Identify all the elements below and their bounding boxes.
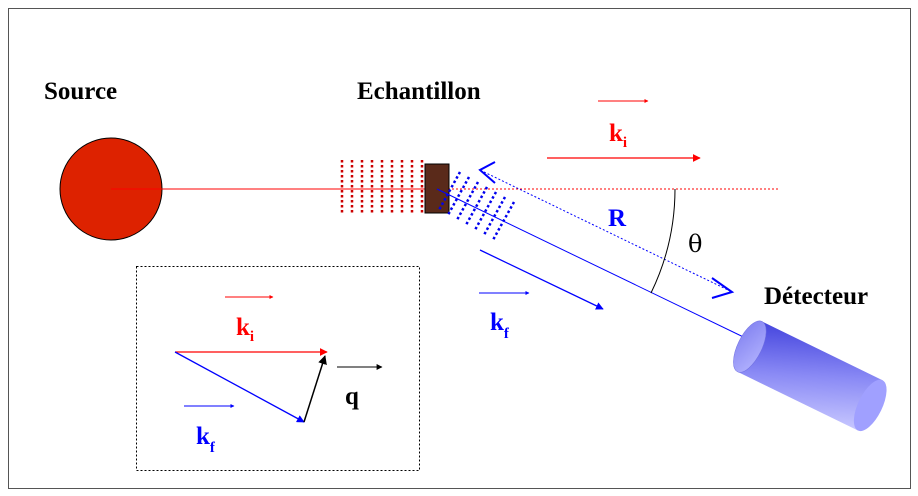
incident-wavefronts: [340, 160, 424, 214]
radius-arrowhead-start: [478, 161, 496, 184]
detector: [733, 320, 887, 432]
radius-line: [483, 171, 729, 291]
inset-frame: [136, 266, 420, 471]
scattered-beam: [436, 188, 761, 346]
radius-label: R: [608, 205, 627, 232]
scattered-wavefronts: [437, 171, 516, 241]
sample-label: Echantillon: [357, 78, 481, 105]
theta-arc: [650, 188, 676, 294]
q-vector: [303, 355, 327, 423]
source-label: Source: [44, 78, 117, 105]
q-label: q: [345, 383, 359, 410]
kf-inset-label: kf: [196, 423, 216, 456]
sample-block: [424, 163, 450, 214]
detector-label: Détecteur: [764, 283, 868, 310]
kf-inset-vector: [174, 351, 305, 423]
radius-arrowhead-end: [711, 277, 735, 299]
ki-inset-label: ki: [236, 314, 254, 345]
theta-label: θ: [688, 230, 702, 258]
outer-frame: [8, 8, 911, 489]
kf-main-vector: [479, 249, 604, 310]
ki-main-label: ki: [609, 120, 627, 151]
kf-main-label: kf: [490, 309, 510, 342]
